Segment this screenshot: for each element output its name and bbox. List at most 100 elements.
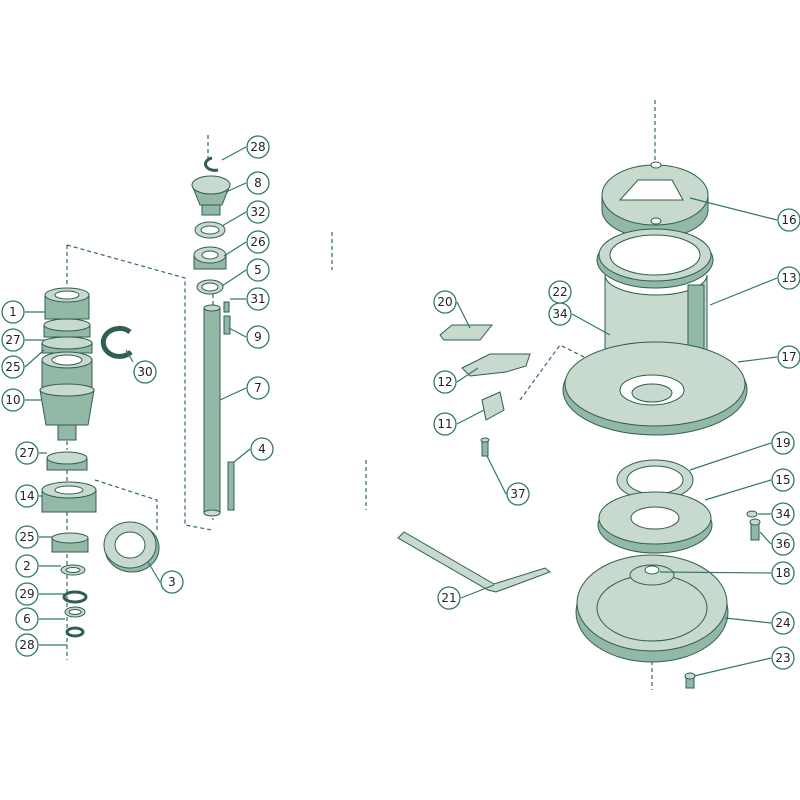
svg-text:4: 4 [258, 442, 266, 456]
callout-23: 23 [771, 646, 795, 670]
callout-32: 32 [246, 200, 270, 224]
svg-text:16: 16 [781, 213, 796, 227]
callout-13: 13 [777, 266, 800, 290]
svg-text:27: 27 [19, 446, 34, 460]
callout-6: 6 [15, 607, 39, 631]
svg-text:30: 30 [137, 365, 152, 379]
small-rings [60, 564, 88, 638]
part-20-blade-holder [439, 324, 494, 341]
svg-text:3: 3 [168, 575, 176, 589]
callout-12: 12 [433, 370, 457, 394]
callout-31: 31 [246, 287, 270, 311]
svg-text:11: 11 [437, 417, 452, 431]
svg-text:31: 31 [250, 292, 265, 306]
svg-text:26: 26 [250, 235, 265, 249]
part-15-flange [597, 491, 713, 554]
part-1-housing-cap [44, 287, 90, 320]
callout-5: 5 [246, 258, 270, 282]
callout-16: 16 [777, 208, 800, 232]
svg-text:6: 6 [23, 612, 31, 626]
callout-34: 34 [771, 502, 795, 526]
part-4-key [227, 461, 235, 511]
part-14-flange [41, 481, 97, 513]
callout-10: 10 [1, 388, 25, 412]
callouts-left: 1 27 25 10 27 14 25 2 29 6 28 30 3 [1, 300, 184, 657]
svg-text:27: 27 [5, 333, 20, 347]
small-fasteners [480, 437, 761, 689]
svg-text:34: 34 [552, 307, 567, 321]
callout-24: 24 [771, 611, 795, 635]
callout-14: 14 [15, 484, 39, 508]
svg-text:18: 18 [775, 566, 790, 580]
callout-17: 17 [777, 345, 800, 369]
callout-3: 3 [160, 570, 184, 594]
callout-27: 27 [1, 328, 25, 352]
part-30-circlip [100, 325, 133, 359]
callout-34: 34 [548, 302, 572, 326]
part-13-drum [596, 228, 714, 361]
svg-text:5: 5 [254, 263, 262, 277]
part-27-lower-bearing [46, 451, 88, 471]
svg-text:22: 22 [552, 285, 567, 299]
svg-text:23: 23 [775, 651, 790, 665]
svg-text:25: 25 [19, 530, 34, 544]
svg-text:15: 15 [775, 473, 790, 487]
svg-text:32: 32 [250, 205, 265, 219]
part-10-housing [39, 351, 95, 441]
leader-lines [24, 146, 778, 677]
svg-text:12: 12 [437, 375, 452, 389]
part-8-bevel-gear [191, 175, 231, 216]
part-27-bearing [43, 318, 91, 338]
callout-25: 25 [1, 355, 25, 379]
callout-22: 22 [548, 280, 572, 304]
svg-text:29: 29 [19, 587, 34, 601]
callout-8: 8 [246, 171, 270, 195]
callout-26: 26 [246, 230, 270, 254]
callout-19: 19 [771, 431, 795, 455]
part-32-ring [194, 221, 226, 239]
svg-text:14: 14 [19, 489, 34, 503]
svg-text:37: 37 [510, 487, 525, 501]
callouts-middle: 28 8 32 26 5 31 9 7 4 [246, 135, 274, 461]
part-3-plate [103, 521, 160, 573]
callout-25: 25 [15, 525, 39, 549]
svg-text:2: 2 [23, 559, 31, 573]
callout-37: 37 [506, 482, 530, 506]
part-28-circlip [204, 156, 219, 172]
svg-text:10: 10 [5, 393, 20, 407]
callout-20: 20 [433, 290, 457, 314]
part-9-key [223, 315, 231, 335]
svg-text:1: 1 [9, 305, 17, 319]
callout-7: 7 [246, 376, 270, 400]
part-12-blade [461, 353, 531, 377]
callout-21: 21 [437, 586, 461, 610]
svg-text:8: 8 [254, 176, 262, 190]
callout-36: 36 [771, 532, 795, 556]
part-25-lower-bearing [51, 532, 89, 553]
part-31-pin [223, 301, 230, 313]
svg-text:25: 25 [5, 360, 20, 374]
svg-text:17: 17 [781, 350, 796, 364]
callout-27: 27 [15, 441, 39, 465]
svg-text:19: 19 [775, 436, 790, 450]
callout-11: 11 [433, 412, 457, 436]
svg-text:21: 21 [441, 591, 456, 605]
part-11-clamp [481, 391, 505, 421]
part-16-top-plate [601, 161, 709, 239]
svg-text:9: 9 [254, 330, 262, 344]
callout-15: 15 [771, 468, 795, 492]
callout-29: 29 [15, 582, 39, 606]
svg-text:28: 28 [19, 638, 34, 652]
callout-28: 28 [15, 633, 39, 657]
part-24-pulley [575, 554, 729, 663]
part-7-shaft [203, 304, 221, 517]
callout-9: 9 [246, 325, 270, 349]
callout-1: 1 [1, 300, 25, 324]
svg-text:20: 20 [437, 295, 452, 309]
svg-text:7: 7 [254, 381, 262, 395]
part-21-lever [397, 531, 552, 593]
callout-18: 18 [771, 561, 795, 585]
part-25-bearing [41, 336, 93, 354]
